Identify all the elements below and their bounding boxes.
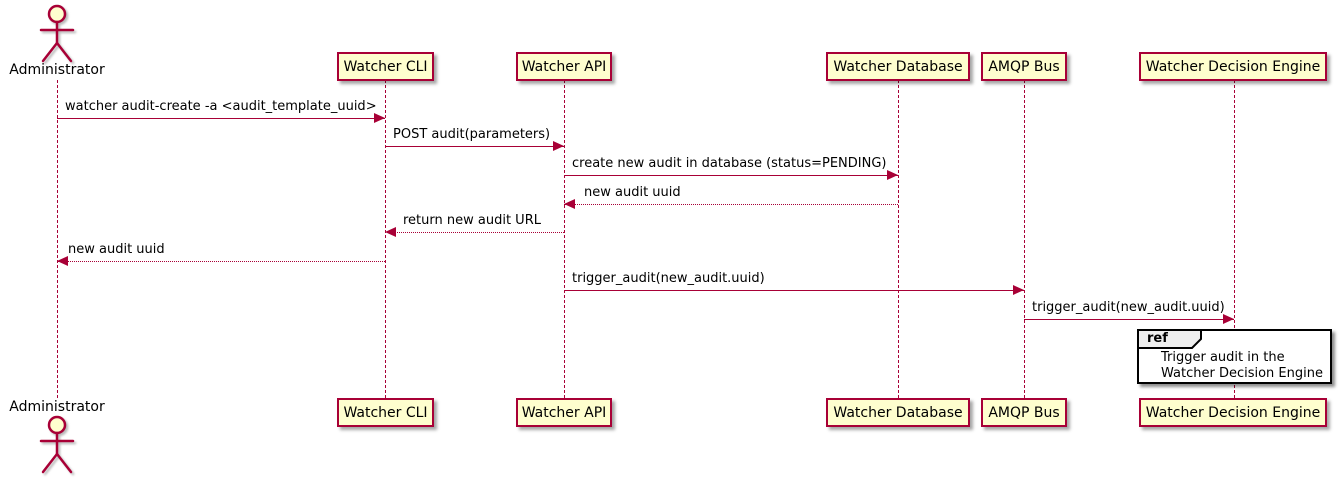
arrowhead-right-icon [1013,285,1024,295]
ref-tag: ref [1147,331,1168,346]
actor-icon [39,415,75,474]
ref-tab-shape [1137,329,1202,349]
arrowhead-left-icon [385,227,396,237]
participant-top-amqp-bus: AMQP Bus [981,52,1067,81]
participant-top-watcher-cli: Watcher CLI [337,52,434,81]
participant-bottom-watcher-database: Watcher Database [826,398,970,427]
participant-bottom-watcher-cli: Watcher CLI [337,398,434,427]
lifeline-watcher-cli [385,80,386,398]
message-label-new-audit-uuid-cli: new audit uuid [68,242,165,257]
message-label-return-audit-url: return new audit URL [403,213,541,228]
message-label-trigger-audit-engine: trigger_audit(new_audit.uuid) [1032,300,1225,315]
message-line [564,175,898,176]
message-label-audit-create: watcher audit-create -a <audit_template_… [65,99,377,114]
message-label-new-audit-uuid-db: new audit uuid [584,185,681,200]
message-label-create-audit-db: create new audit in database (status=PEN… [572,156,887,171]
ref-text-line2: Watcher Decision Engine [1161,366,1323,381]
arrowhead-right-icon [1223,314,1234,324]
lifeline-watcher-api [564,80,565,398]
arrowhead-right-icon [887,170,898,180]
lifeline-administrator [57,80,58,398]
arrowhead-right-icon [374,113,385,123]
message-line [1024,319,1234,320]
message-line [385,146,564,147]
actor-label-top: Administrator [9,62,105,78]
message-line [385,232,564,233]
message-line [564,290,1024,291]
lifeline-watcher-decision-engine [1234,80,1235,398]
message-line [564,204,898,205]
ref-text-line1: Trigger audit in the [1161,350,1285,365]
participant-top-watcher-api: Watcher API [516,52,612,81]
participant-top-watcher-database: Watcher Database [826,52,970,81]
arrowhead-left-icon [564,199,575,209]
lifeline-watcher-database [898,80,899,398]
message-line [57,261,385,262]
message-line [57,118,385,119]
participant-bottom-amqp-bus: AMQP Bus [981,398,1067,427]
ref-fragment: ref Trigger audit in the Watcher Decisio… [1137,329,1332,384]
arrowhead-left-icon [57,256,68,266]
actor-icon [39,4,75,63]
participant-top-watcher-decision-engine: Watcher Decision Engine [1139,52,1327,81]
participant-bottom-watcher-api: Watcher API [516,398,612,427]
lifeline-amqp-bus [1024,80,1025,398]
arrowhead-right-icon [553,141,564,151]
participant-bottom-watcher-decision-engine: Watcher Decision Engine [1139,398,1327,427]
message-label-post-audit: POST audit(parameters) [393,127,551,142]
actor-label-bottom: Administrator [9,399,105,415]
message-label-trigger-audit-amqp: trigger_audit(new_audit.uuid) [572,271,765,286]
